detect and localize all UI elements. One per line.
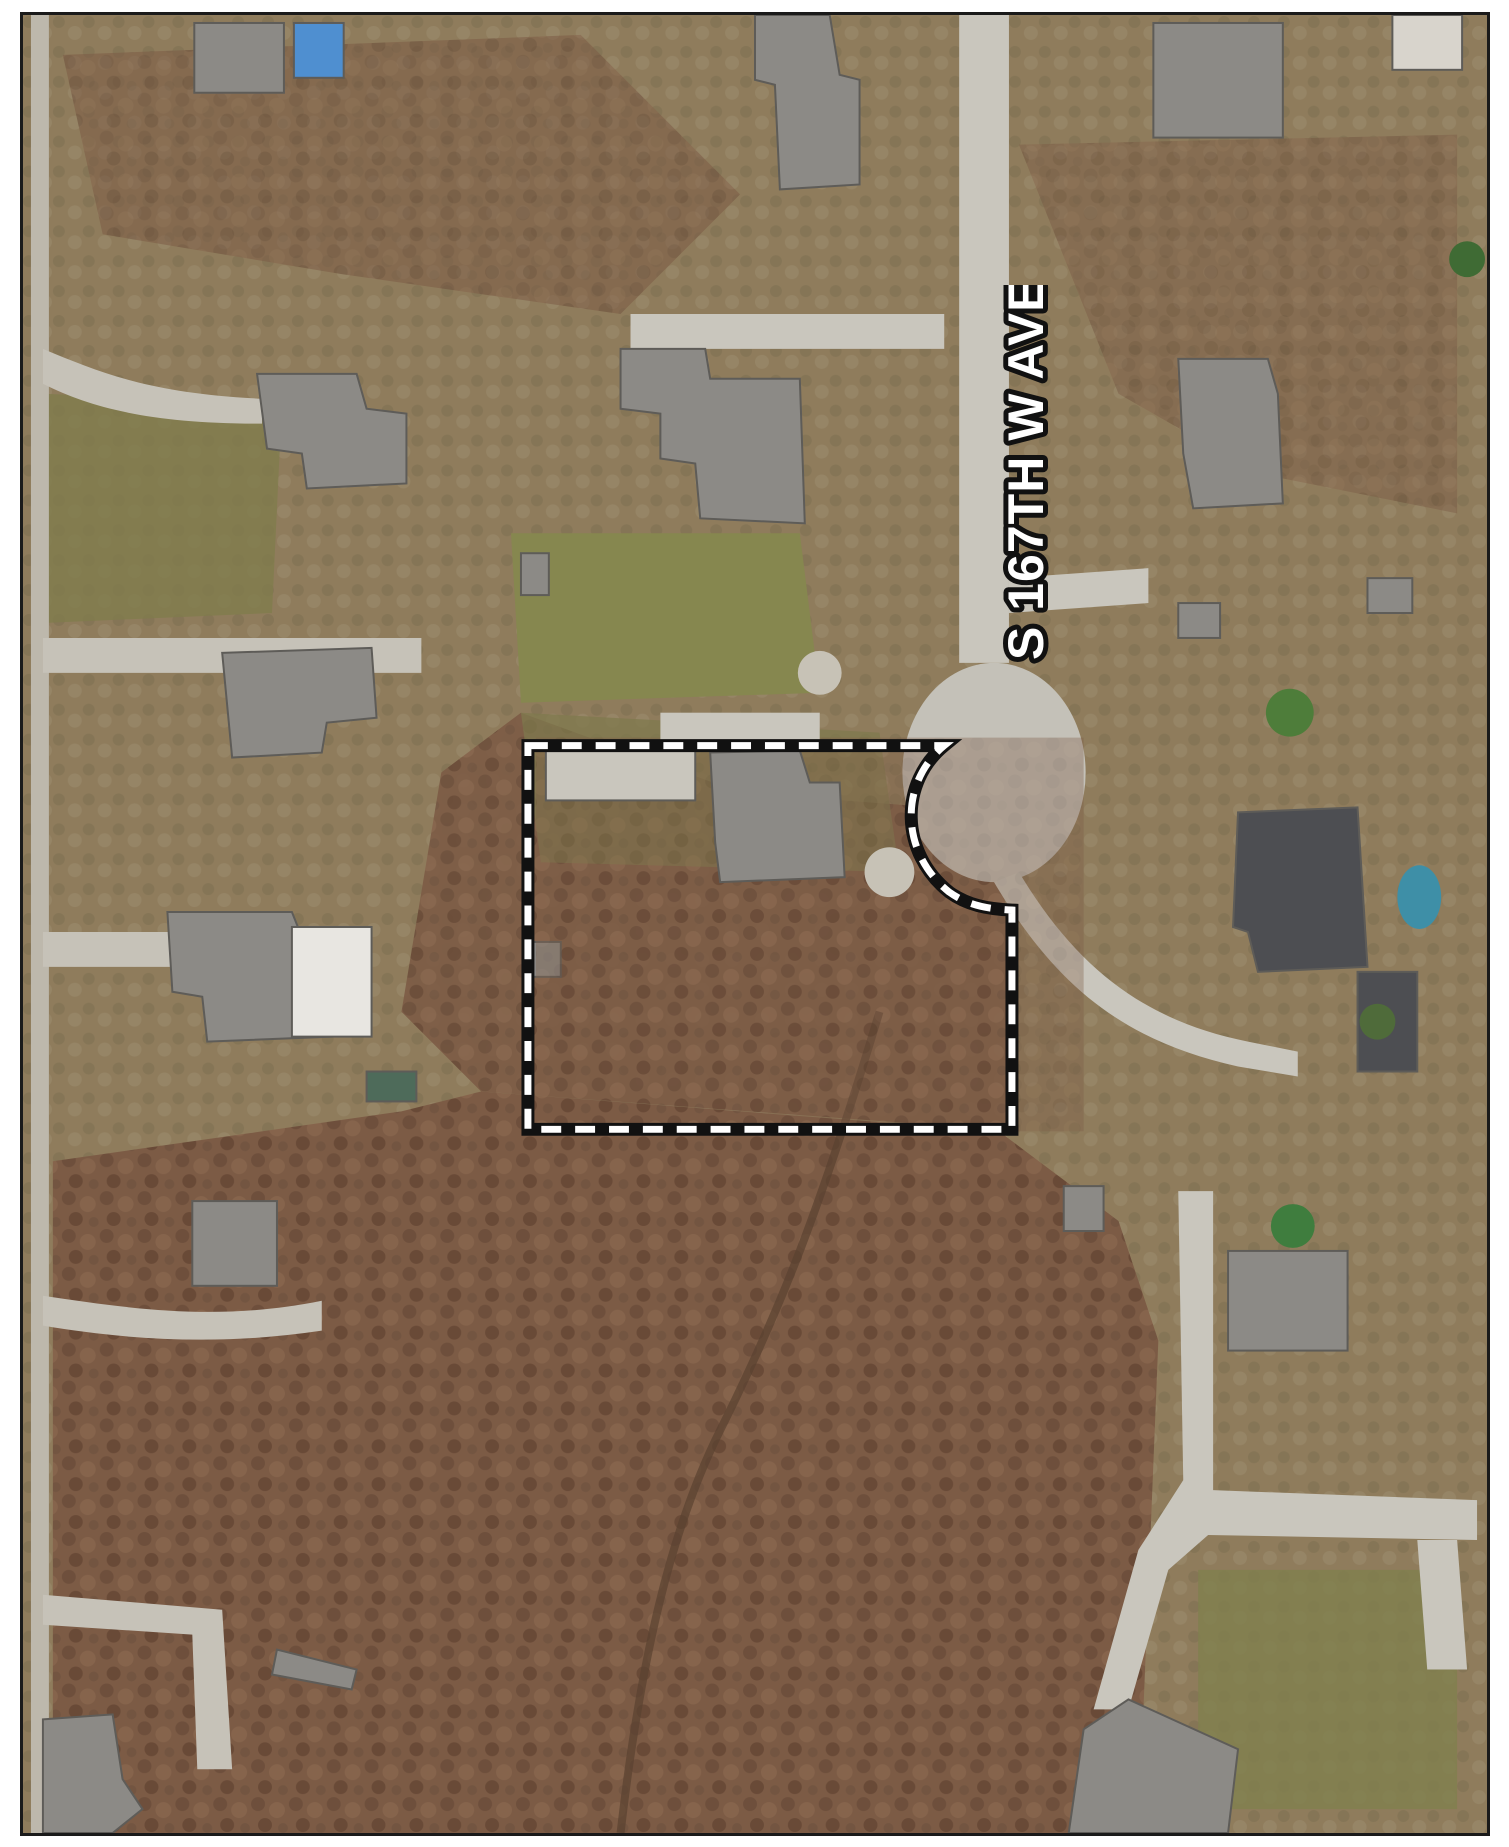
tree (1270, 1204, 1315, 1248)
driveway-ne (1008, 568, 1149, 614)
house-rooftops (41, 15, 1464, 1833)
woods-northeast (1018, 134, 1458, 514)
creek (616, 1010, 884, 1833)
aerial-map: S 167TH W AVE (20, 12, 1490, 1836)
road-southeast (1093, 1191, 1478, 1710)
tree (797, 650, 842, 695)
road-s-167th (959, 15, 1009, 663)
tree (1359, 1003, 1396, 1040)
tree (1449, 241, 1486, 278)
pool (1397, 865, 1442, 929)
driveway-north (630, 314, 945, 349)
subject-parcel-contents (535, 712, 1084, 1132)
driveway-sw (42, 1594, 233, 1770)
aerial-image (23, 15, 1487, 1833)
road-se-loop (1417, 1539, 1468, 1670)
driveway-west-4 (42, 1295, 322, 1340)
woods-north (62, 34, 741, 315)
road-west-edge (30, 15, 49, 1833)
lawn-southeast (1198, 1569, 1458, 1810)
driveway-west-1 (42, 348, 263, 424)
lawn-north (511, 533, 820, 703)
woods-area (52, 1091, 1159, 1833)
driveway-west-3 (42, 931, 173, 967)
tree (1265, 688, 1314, 737)
tree (864, 847, 915, 898)
parcel-boundary (521, 739, 1019, 1136)
lawn-west (42, 393, 282, 623)
